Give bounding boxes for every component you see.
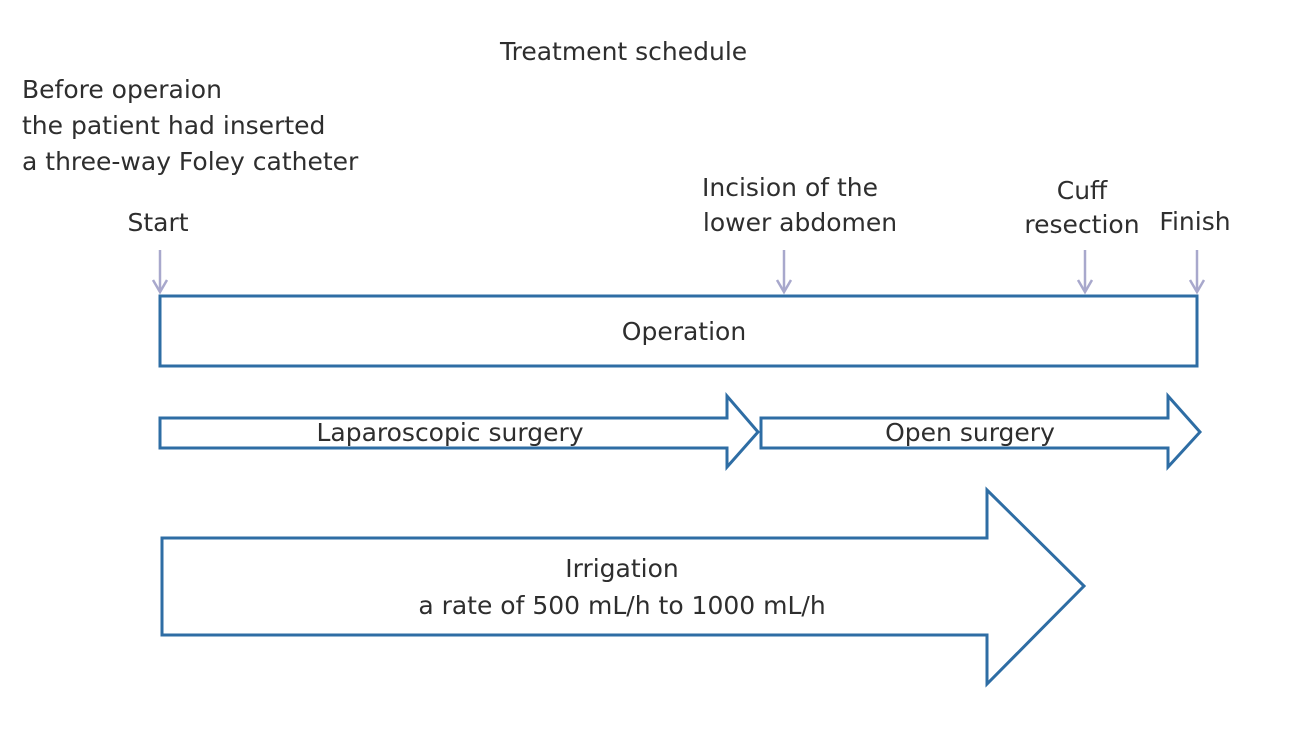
marker-label-finish: Finish [1159,207,1231,236]
open-surgery-arrow [759,392,1203,471]
marker-label-cuff-line-2: resection [1024,210,1140,239]
marker-label-incision-line-1: Incision of the [701,173,879,202]
note-line-1: Before operaion [22,75,222,104]
irrigation-arrow [160,486,1087,688]
operation-label: Operation [622,317,746,346]
operation-box [158,294,1199,368]
laparoscopic-label: Laparoscopic surgery [316,418,583,447]
note-line-3: a three-way Foley catheter [22,147,359,176]
marker-arrowhead-incision [775,279,793,295]
irrigation-label-line-2: a rate of 500 mL/h to 1000 mL/h [418,591,825,620]
note-line-2: the patient had inserted [22,111,326,140]
laparoscopic-arrow [158,391,760,471]
marker-label-incision-line-2: lower abdomen [702,208,898,237]
marker-arrowhead-finish [1188,279,1206,295]
irrigation-label-line-1: Irrigation [565,554,679,583]
marker-label-start: Start [127,208,189,237]
open-surgery-label: Open surgery [885,418,1055,447]
marker-label-cuff-line-1: Cuff [1056,176,1108,205]
marker-arrowhead-cuff [1076,279,1094,295]
marker-arrowhead-start [151,279,169,295]
diagram-title: Treatment schedule [500,37,748,66]
